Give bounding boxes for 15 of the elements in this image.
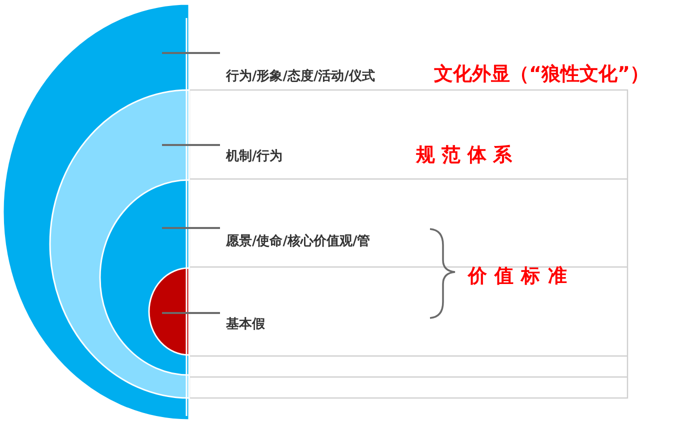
category-heading: 文化外显（“狼性文化”） <box>434 62 649 87</box>
semicircle-layer <box>100 180 189 375</box>
semicircle-layer <box>50 90 189 398</box>
layer-label: 行为/形象/态度/活动/仪式 <box>224 68 376 85</box>
semicircle-layer <box>149 268 189 355</box>
leader-line <box>162 227 220 229</box>
semicircle-layer <box>3 4 189 420</box>
category-heading: 价值标准 <box>468 264 574 289</box>
layer-label: 基本假 <box>225 316 266 333</box>
leader-line <box>162 312 220 314</box>
leader-line <box>162 144 220 146</box>
leader-line <box>162 52 220 54</box>
category-heading: 规范体系 <box>416 143 519 168</box>
layer-label: 愿景/使命/核心价值观/管 <box>224 234 372 250</box>
layer-label: 机制/行为 <box>224 148 284 165</box>
